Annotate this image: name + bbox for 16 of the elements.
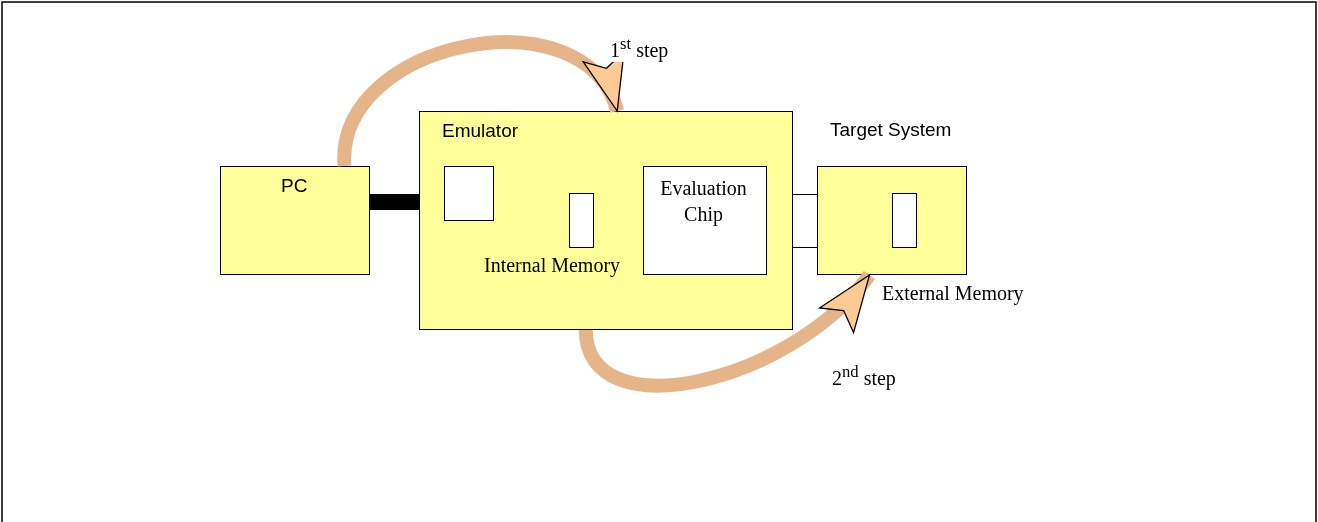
memory-box [568,192,594,248]
connector-block [792,194,818,248]
chip-label: Evaluation Chip [659,175,748,227]
chip-box [642,165,767,275]
component-box [443,165,494,221]
edge-label: 2$^{nd}$ step [832,362,896,390]
emulator-box [419,111,793,330]
box-title: Target System [830,119,952,141]
memory-label: External Memory [882,282,1024,305]
box-title: PC [281,175,308,197]
memory-label: Internal Memory [484,254,621,277]
cable-connector [370,194,419,211]
memory-box [891,192,917,248]
box-title: Emulator [442,120,519,142]
curved-arrow [337,35,624,167]
pc-box [220,166,370,275]
